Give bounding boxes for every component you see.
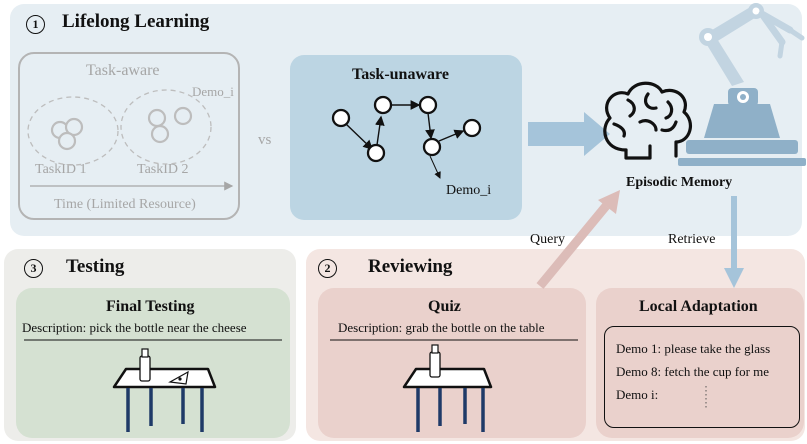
retrieve-arrow [724, 196, 744, 288]
task-aware-graphics [27, 89, 234, 191]
final-testing-description: Description: pick the bottle near the ch… [22, 320, 247, 335]
graph-node [422, 137, 442, 157]
lifelong-learning-title: Lifelong Learning [62, 11, 210, 32]
task-aware-box [18, 52, 240, 220]
demo-item-1: Demo 1: please take the glass [616, 341, 771, 356]
vs-label: vs [258, 132, 272, 148]
task-unaware-box [290, 55, 522, 220]
graph-node [373, 95, 393, 115]
quiz-description: Description: grab the bottle on the tabl… [338, 320, 545, 335]
task-unaware-demo-label: Demo_i [446, 183, 492, 198]
bottle-icon [139, 355, 151, 382]
demo-item-8: Demo 8: fetch the cup for me [616, 364, 770, 379]
task-2-cluster [120, 89, 212, 165]
task-unaware-graph [331, 95, 482, 179]
query-label: Query [530, 232, 565, 247]
graph-node [462, 118, 482, 138]
section-number-3: 3 [24, 259, 43, 278]
episodic-memory-label: Episodic Memory [626, 175, 733, 190]
task-id-1-label: TaskID 1 [35, 162, 87, 177]
final-testing-card [16, 288, 290, 438]
graph-node [331, 108, 351, 128]
quiz-card [318, 288, 586, 438]
task-id-2-label: TaskID 2 [137, 162, 189, 177]
section-number-2: 2 [318, 259, 337, 278]
query-arrow [536, 190, 620, 289]
subset-arrow [528, 112, 610, 156]
quiz-title: Quiz [428, 298, 461, 315]
demo-list-box [604, 326, 800, 428]
brain-icon [603, 81, 693, 160]
testing-title: Testing [66, 256, 125, 277]
robot-arm-icon [678, 3, 806, 166]
graph-node [418, 95, 438, 115]
bottle-icon [429, 351, 441, 378]
retrieve-label: Retrieve [668, 232, 716, 247]
task-1-cluster [27, 96, 119, 166]
task-aware-title: Task-aware [86, 62, 160, 79]
final-testing-table [112, 348, 217, 432]
local-adaptation-card [596, 288, 804, 438]
local-adaptation-title: Local Adaptation [639, 298, 758, 315]
section-number-1: 1 [26, 15, 45, 34]
graph-node [366, 143, 386, 163]
reviewing-title: Reviewing [368, 256, 453, 277]
final-testing-title: Final Testing [106, 298, 195, 315]
demo-item-i: Demo i: [616, 387, 659, 402]
task-aware-demo-label: Demo_i [192, 84, 234, 99]
task-unaware-title: Task-unaware [352, 66, 449, 83]
quiz-table [402, 344, 493, 432]
time-limited-resource-label: Time (Limited Resource) [54, 197, 196, 212]
